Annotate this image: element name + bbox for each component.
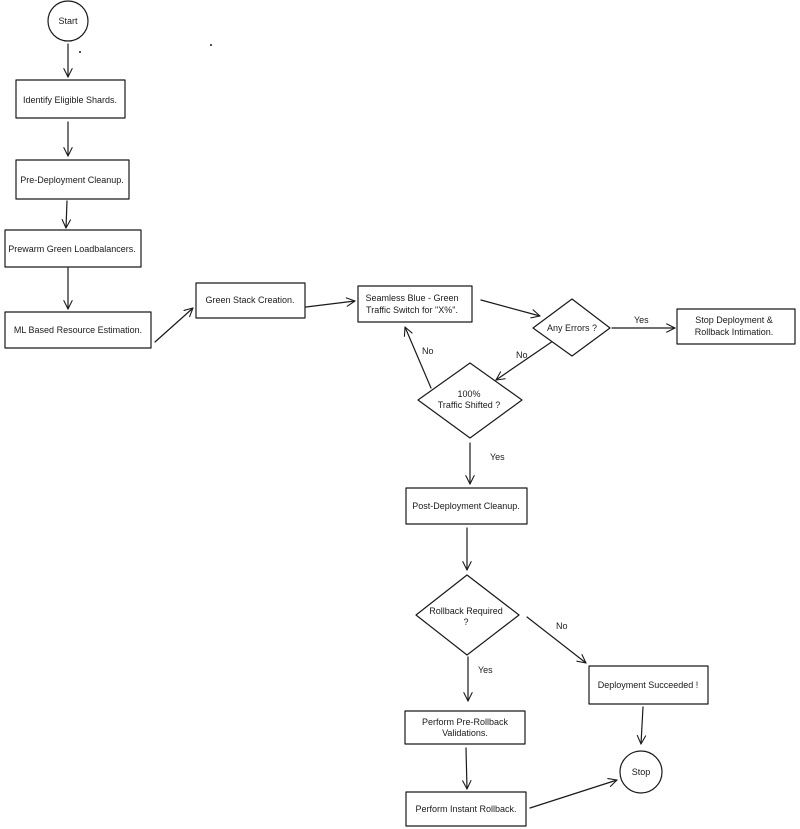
rollback-required-label-line1: Rollback Required	[429, 606, 503, 616]
edge-errors-no-to-shifted	[495, 340, 554, 381]
start-node: Start	[47, 0, 89, 42]
any-errors-decision: Any Errors ?	[532, 298, 611, 357]
pre-deployment-cleanup-box: Pre-Deployment Cleanup.	[15, 159, 130, 200]
start-label: Start	[58, 16, 78, 26]
traffic-shifted-label-line2: Traffic Shifted ?	[438, 400, 501, 410]
stop-deployment-label-line2: Rollback Intimation.	[695, 327, 774, 337]
any-errors-yes-label: Yes	[634, 315, 649, 325]
traffic-shifted-no-label: No	[422, 346, 434, 356]
instant-rollback-box: Perform Instant Rollback.	[405, 791, 527, 827]
post-deployment-cleanup-label: Post-Deployment Cleanup.	[412, 501, 520, 511]
instant-rollback-label: Perform Instant Rollback.	[415, 804, 516, 814]
green-stack-label: Green Stack Creation.	[205, 295, 294, 305]
deployment-succeeded-label: Deployment Succeeded !	[598, 680, 699, 690]
identify-shards-label: Identify Eligible Shards.	[23, 95, 117, 105]
stray-dot	[79, 51, 81, 53]
edges	[61, 43, 676, 809]
edge-succeeded-to-stop	[636, 706, 647, 745]
edge-shifted-no-to-switch	[403, 326, 432, 389]
post-deployment-cleanup-box: Post-Deployment Cleanup.	[405, 487, 528, 525]
deployment-succeeded-box: Deployment Succeeded !	[588, 665, 709, 705]
pre-rollback-validations-label-line2: Validations.	[442, 728, 488, 738]
stop-deployment-label-line1: Stop Deployment &	[695, 315, 773, 325]
pre-rollback-validations-box: Perform Pre-Rollback Validations.	[404, 710, 526, 745]
ml-estimation-box: ML Based Resource Estimation.	[4, 311, 152, 349]
ml-estimation-label: ML Based Resource Estimation.	[14, 325, 142, 335]
rollback-required-yes-label: Yes	[478, 665, 493, 675]
identify-shards-box: Identify Eligible Shards.	[15, 79, 126, 119]
stop-node: Stop	[619, 750, 663, 794]
pre-rollback-validations-label-line1: Perform Pre-Rollback	[422, 717, 509, 727]
green-stack-box: Green Stack Creation.	[195, 282, 306, 319]
edge-rollbackreq-no-to-succeeded	[526, 616, 587, 664]
stop-label: Stop	[632, 767, 651, 777]
traffic-switch-label-line2: Traffic Switch for "X%".	[366, 305, 458, 315]
prewarm-label: Prewarm Green Loadbalancers.	[8, 244, 136, 254]
stop-deployment-box: Stop Deployment & Rollback Intimation.	[676, 308, 796, 345]
stray-dot	[210, 44, 212, 46]
traffic-shifted-decision: 100% Traffic Shifted ?	[417, 362, 523, 439]
rollback-required-no-label: No	[556, 621, 568, 631]
prewarm-box: Prewarm Green Loadbalancers.	[4, 229, 142, 268]
edge-switch-to-errors	[480, 299, 541, 319]
edge-precleanup-to-prewarm	[61, 200, 72, 229]
any-errors-no-label: No	[516, 350, 528, 360]
pre-deployment-cleanup-label: Pre-Deployment Cleanup.	[20, 175, 124, 185]
traffic-switch-label-line1: Seamless Blue - Green	[365, 293, 458, 303]
rollback-required-decision: Rollback Required ?	[415, 574, 520, 656]
traffic-shifted-yes-label: Yes	[490, 452, 505, 462]
edge-greenstack-to-switch	[305, 297, 356, 308]
edge-prerollback-to-instantrollback	[462, 747, 472, 790]
edge-instantrollback-to-stop	[529, 778, 618, 809]
traffic-switch-box: Seamless Blue - Green Traffic Switch for…	[357, 285, 473, 323]
traffic-shifted-label-line1: 100%	[457, 389, 480, 399]
edge-ml-to-greenstack	[154, 307, 194, 343]
rollback-required-label-line2: ?	[463, 617, 468, 627]
any-errors-label: Any Errors ?	[547, 323, 597, 333]
